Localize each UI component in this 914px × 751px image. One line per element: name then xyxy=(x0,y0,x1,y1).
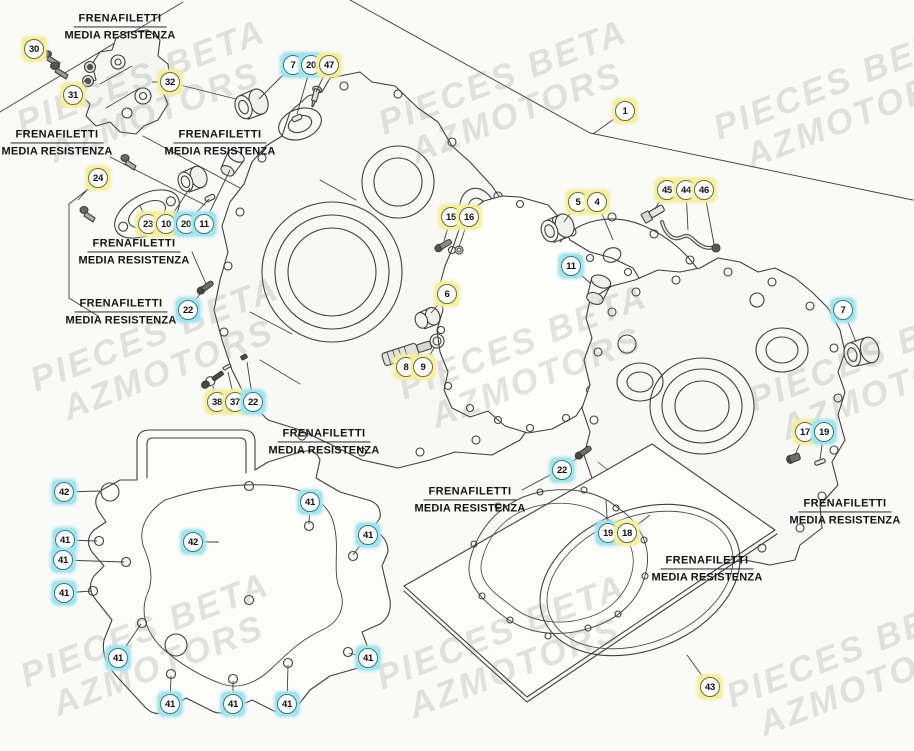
callout-number: 24 xyxy=(88,168,108,188)
note-line1: FRENAFILETTI xyxy=(277,426,371,443)
callout-41: 41 xyxy=(356,646,380,670)
callout-41: 41 xyxy=(356,523,380,547)
callout-22: 22 xyxy=(550,458,574,482)
callout-22: 22 xyxy=(241,390,265,414)
callout-9: 9 xyxy=(411,355,435,379)
callout-47: 47 xyxy=(317,53,341,77)
callout-number: 30 xyxy=(24,39,44,59)
callout-number: 41 xyxy=(223,694,243,714)
callout-number: 42 xyxy=(54,482,74,502)
note-line2: MEDIA RESISTENZA xyxy=(65,314,177,327)
callout-41: 41 xyxy=(158,692,182,716)
callout-number: 41 xyxy=(277,694,297,714)
callout-number: 41 xyxy=(300,492,320,512)
callout-number: 46 xyxy=(694,180,714,200)
callout-number: 47 xyxy=(319,55,339,75)
note-line2: MEDIA RESISTENZA xyxy=(414,502,526,515)
callout-number: 4 xyxy=(587,192,607,212)
note-line1: FRENAFILETTI xyxy=(423,484,517,501)
note-line2: MEDIA RESISTENZA xyxy=(651,571,763,584)
note-line2: MEDIA RESISTENZA xyxy=(64,29,176,42)
note-line1: FRENAFILETTI xyxy=(10,127,104,144)
note-line1: FRENAFILETTI xyxy=(87,236,181,253)
callout-number: 32 xyxy=(160,72,180,92)
callout-41: 41 xyxy=(298,490,322,514)
callout-number: 7 xyxy=(833,300,853,320)
callout-number: 42 xyxy=(183,532,203,552)
note-line1: FRENAFILETTI xyxy=(660,553,754,570)
callout-number: 9 xyxy=(413,357,433,377)
callout-42: 42 xyxy=(181,530,205,554)
callout-number: 22 xyxy=(552,460,572,480)
callout-11: 11 xyxy=(559,254,583,278)
callout-number: 22 xyxy=(243,392,263,412)
callout-41: 41 xyxy=(221,692,245,716)
callout-number: 41 xyxy=(53,550,73,570)
note-line2: MEDIA RESISTENZA xyxy=(164,145,276,158)
callout-number: 41 xyxy=(358,648,378,668)
callout-number: 41 xyxy=(54,583,74,603)
callout-number: 41 xyxy=(55,530,75,550)
callout-number: 10 xyxy=(156,214,176,234)
callout-41: 41 xyxy=(106,646,130,670)
callout-42: 42 xyxy=(52,480,76,504)
callout-number: 22 xyxy=(178,300,198,320)
callout-31: 31 xyxy=(61,83,85,107)
note-line2: MEDIA RESISTENZA xyxy=(268,444,380,457)
callout-number: 38 xyxy=(207,392,227,412)
callout-6: 6 xyxy=(435,282,459,306)
callout-number: 43 xyxy=(700,677,720,697)
callout-22: 22 xyxy=(176,298,200,322)
callout-number: 11 xyxy=(561,256,581,276)
callout-19: 19 xyxy=(812,420,836,444)
callout-32: 32 xyxy=(158,70,182,94)
callout-41: 41 xyxy=(52,581,76,605)
callout-number: 41 xyxy=(160,694,180,714)
note-line1: FRENAFILETTI xyxy=(173,127,267,144)
callout-number: 1 xyxy=(615,101,635,121)
note-line2: MEDIA RESISTENZA xyxy=(78,254,190,267)
callout-number: 19 xyxy=(814,422,834,442)
note-line2: MEDIA RESISTENZA xyxy=(1,145,113,158)
note-line1: FRENAFILETTI xyxy=(73,11,167,28)
callout-number: 11 xyxy=(194,214,214,234)
callout-number: 6 xyxy=(437,284,457,304)
callout-46: 46 xyxy=(692,178,716,202)
callout-41: 41 xyxy=(275,692,299,716)
callout-1: 1 xyxy=(613,99,637,123)
callout-7: 7 xyxy=(831,298,855,322)
callout-30: 30 xyxy=(22,37,46,61)
callout-number: 37 xyxy=(225,392,245,412)
callout-number: 16 xyxy=(459,207,479,227)
callout-24: 24 xyxy=(86,166,110,190)
callout-43: 43 xyxy=(698,675,722,699)
callout-number: 18 xyxy=(617,523,637,543)
note-line2: MEDIA RESISTENZA xyxy=(789,514,901,527)
callout-41: 41 xyxy=(51,548,75,572)
callout-number: 31 xyxy=(63,85,83,105)
callout-4: 4 xyxy=(585,190,609,214)
callout-11: 11 xyxy=(192,212,216,236)
callout-16: 16 xyxy=(457,205,481,229)
note-line1: FRENAFILETTI xyxy=(74,296,168,313)
callout-number: 41 xyxy=(358,525,378,545)
note-line1: FRENAFILETTI xyxy=(798,496,892,513)
callout-18: 18 xyxy=(615,521,639,545)
callout-number: 41 xyxy=(108,648,128,668)
